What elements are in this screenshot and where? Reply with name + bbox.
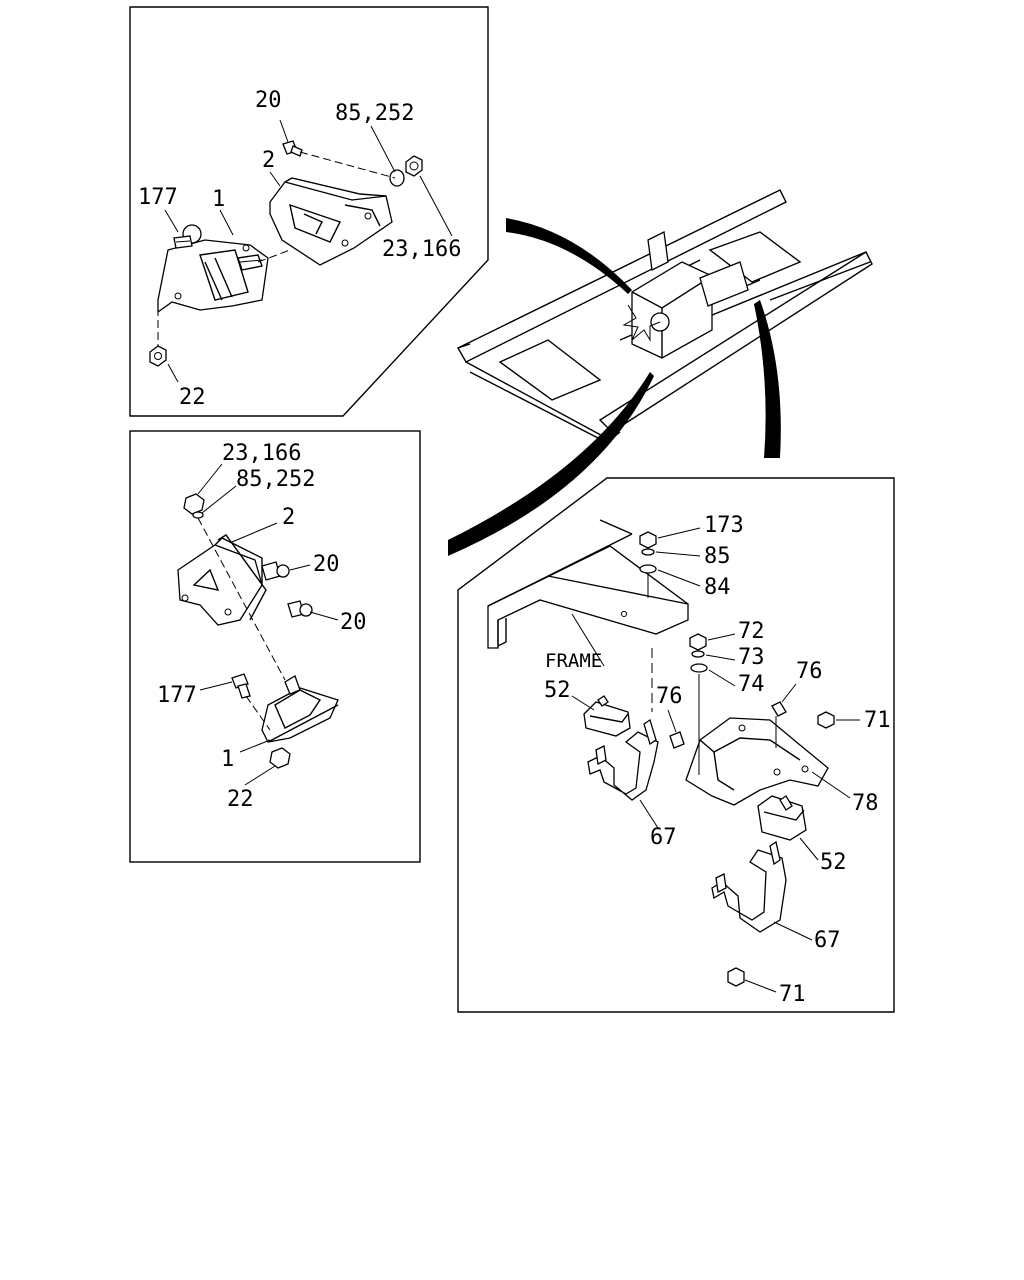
washer-73 [691,650,705,658]
callout-22-upper: 22 [179,385,206,410]
washer-85-right [641,548,655,556]
bracket-part-2 [269,177,393,266]
washer-85-upper [389,169,405,187]
mount-highlight-star [622,304,661,342]
callout-85-252-mid: 85,252 [236,467,315,492]
callout-71-upper: 71 [864,708,891,733]
bracket-67-upper [587,718,659,801]
engine-block [631,231,749,359]
callout-67-upper: 67 [650,825,677,850]
arrow-to-upper-left [506,218,632,294]
callout-85-252-upper: 85,252 [335,101,414,126]
right-panel-border [457,477,895,1013]
upper-left-panel-border [129,6,489,417]
bolt-177-upper [173,224,202,249]
middle-left-panel-border [129,430,421,863]
bolt-177-mid [231,673,251,699]
callout-76-right: 76 [796,659,823,684]
nut-71-upper [817,711,835,729]
middle-left-detail-panel: 23,166 85,252 2 20 20 177 1 22 [129,430,421,863]
callout-85-right: 85 [704,544,731,569]
bracket-part-2-mid [177,534,267,626]
arrow-to-middle-left [448,372,654,556]
right-leaders [571,527,860,993]
washer-85-mid [192,511,204,519]
upper-left-leaders [164,119,453,383]
mount-bracket-78 [685,717,829,806]
middle-left-guide-lines [197,517,286,731]
nut-72 [689,633,707,651]
upper-left-detail-panel: 20 85,252 2 177 1 23,166 22 [129,6,489,417]
callout-67-lower: 67 [814,928,841,953]
callout-2-upper: 2 [262,148,275,173]
callout-22-mid: 22 [227,787,254,812]
frame-section [487,519,689,649]
pointer-arrows [448,218,781,556]
callout-73: 73 [738,645,765,670]
engine-mount-part-1 [157,239,269,314]
nut-23-mid [183,493,205,515]
bolt-20-mid-a [261,561,290,581]
callout-72: 72 [738,619,765,644]
nut-71-lower [727,967,745,987]
bolt-20-mid-b [287,600,313,618]
callout-23-166-mid: 23,166 [222,441,301,466]
callout-1-upper: 1 [212,187,225,212]
callout-76-left: 76 [656,684,683,709]
callout-52-upper: 52 [544,678,571,703]
callout-20-mid-b: 20 [340,610,367,635]
nut-173 [639,531,657,549]
middle-left-leaders [197,463,339,786]
callout-177-upper: 177 [138,185,178,210]
frame-label: FRAME [545,650,602,672]
engine-mount-part-1-mid [261,675,339,743]
callout-173: 173 [704,513,744,538]
upper-left-guide-lines [157,151,396,346]
right-guide-lines [647,575,777,775]
callout-52-lower: 52 [820,850,847,875]
bolt-76-left [669,731,685,749]
callout-78: 78 [852,791,879,816]
insulator-52-lower [757,795,807,841]
insulator-52-upper [583,695,631,737]
right-detail-panel: 173 85 84 FRAME 72 73 74 52 76 76 71 78 … [457,477,895,1013]
nut-22-upper [149,345,167,367]
callout-1-mid: 1 [221,747,234,772]
callout-2-mid: 2 [282,505,295,530]
callout-20-mid-a: 20 [313,552,340,577]
callout-20-upper: 20 [255,88,282,113]
washer-84 [639,564,657,574]
nut-22-mid [269,747,291,769]
callout-74: 74 [738,672,765,697]
washer-74 [690,663,708,673]
callout-177-mid: 177 [157,683,197,708]
bolt-76-right [771,701,787,717]
bracket-67-lower [711,840,787,933]
callout-23-166-upper: 23,166 [382,237,461,262]
callout-71-lower: 71 [779,982,806,1007]
nut-23-upper [405,155,423,177]
arrow-to-right [754,300,781,458]
callout-84: 84 [704,575,731,600]
bolt-20-upper [282,140,303,157]
